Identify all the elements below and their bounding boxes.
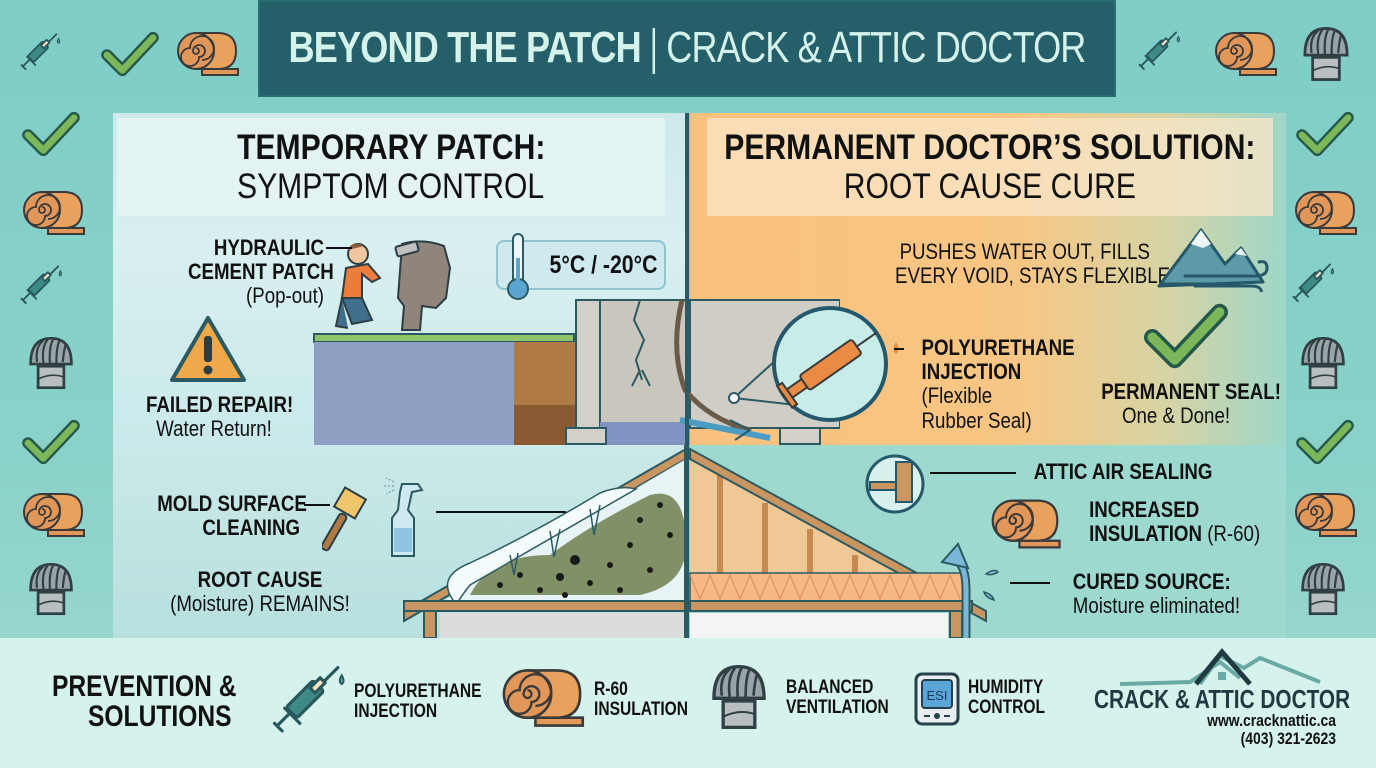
temperature-value: 5°C / -20°C: [549, 251, 658, 279]
insulation-roll-icon: [1290, 490, 1360, 540]
page-title: BEYOND THE PATCH CRACK & ATTIC DOCTOR: [288, 23, 1086, 74]
hydraulic-leader-line: [326, 247, 352, 249]
syringe-icon: [1292, 260, 1336, 304]
mountain-wind-icon: [1157, 228, 1269, 292]
roof-vent-icon: [24, 560, 78, 618]
heading-permanent-solution: PERMANENT DOCTOR’S SOLUTION:: [724, 128, 1256, 167]
syringe-icon: [20, 262, 64, 306]
checkmark-icon: [1296, 418, 1354, 466]
polyurethane-injection-label: POLYURETHANE INJECTION (Flexible Rubber …: [921, 335, 1075, 433]
svg-text:ESI: ESI: [927, 688, 948, 703]
house-roof-logo-icon: [1119, 648, 1321, 686]
checkmark-icon: [100, 30, 160, 78]
thermometer-icon: [507, 233, 529, 300]
insulation-roll-icon: [1290, 188, 1360, 238]
brand-name: CRACK & ATTIC DOCTOR: [1094, 684, 1351, 714]
polyurethane-injection-item: POLYURETHANE INJECTION: [354, 681, 482, 722]
mold-cleaning-label: MOLD SURFACE CLEANING: [157, 491, 307, 541]
injection-leader-line: [894, 348, 904, 350]
insulation-roll-icon: [1210, 28, 1280, 80]
roof-vent-icon: [1298, 24, 1354, 84]
insulation-roll-icon: [496, 664, 588, 732]
injection-magnifier-illustration: [728, 306, 899, 422]
r60-insulation-item: R-60 INSULATION: [594, 679, 689, 720]
brush-spray-icon: [322, 477, 424, 557]
insulation-roll-icon: [18, 188, 88, 238]
humidity-control-item: HUMIDITY CONTROL: [968, 677, 1046, 718]
airflow-arrow-icon: [940, 542, 1000, 638]
insulation-roll-icon: [18, 490, 88, 540]
cured-source-label: CURED SOURCE: Moisture eliminated!: [1072, 569, 1241, 619]
checkmark-icon: [1144, 300, 1228, 372]
mold-pointer-line: [436, 511, 566, 513]
heading-temporary-patch: TEMPORARY PATCH:: [236, 128, 546, 167]
increased-insulation-label: INCREASED INSULATION (R-60): [1089, 497, 1261, 547]
title-banner: BEYOND THE PATCH CRACK & ATTIC DOCTOR: [258, 0, 1116, 97]
website-link[interactable]: www.cracknattic.ca: [1207, 711, 1336, 730]
cured-source-leader-line: [1010, 582, 1050, 584]
insulation-roll-icon: [172, 28, 242, 80]
roof-vent-icon: [706, 660, 772, 734]
prevention-solutions-footer: [0, 638, 1376, 768]
roof-vent-icon: [1296, 334, 1350, 392]
air-sealing-detail-icon: [865, 454, 925, 514]
panel-divider: [685, 113, 689, 638]
humidity-meter-icon: ESI: [914, 672, 960, 726]
title-left: BEYOND THE PATCH: [288, 23, 641, 73]
phone-number[interactable]: (403) 321-2623: [1240, 728, 1336, 748]
title-separator: [652, 27, 655, 74]
air-sealing-leader-line: [930, 472, 1016, 474]
worker-patching-illustration: [334, 240, 452, 331]
pushes-water-text: PUSHES WATER OUT, FILLS EVERY VOID, STAY…: [895, 239, 1176, 289]
heading-root-cause-cure: ROOT CAUSE CURE: [843, 167, 1137, 206]
prevention-heading: PREVENTION & SOLUTIONS: [52, 670, 237, 733]
temporary-patch-heading: TEMPORARY PATCH: SYMPTOM CONTROL: [117, 118, 665, 216]
syringe-icon: [1138, 28, 1182, 72]
title-right: CRACK & ATTIC DOCTOR: [666, 23, 1086, 73]
checkmark-icon: [22, 110, 80, 158]
roof-vent-icon: [24, 334, 78, 392]
checkmark-icon: [22, 418, 80, 466]
checkmark-icon: [1296, 110, 1354, 158]
failed-repair-label: FAILED REPAIR! Water Return!: [146, 392, 294, 442]
syringe-icon: [20, 30, 62, 72]
permanent-seal-label: PERMANENT SEAL! One & Done!: [1101, 379, 1281, 429]
root-cause-label: ROOT CAUSE (Moisture) REMAINS!: [170, 567, 350, 617]
mold-leader-line: [304, 504, 330, 506]
attic-air-sealing-label: ATTIC AIR SEALING: [1033, 459, 1213, 484]
attic-illustration: [403, 445, 987, 638]
syringe-icon: [272, 660, 348, 736]
brand-contact: www.cracknattic.ca (403) 321-2623: [1176, 712, 1336, 748]
balanced-ventilation-item: BALANCED VENTILATION: [786, 677, 889, 718]
hydraulic-patch-label: HYDRAULIC CEMENT PATCH (Pop-out): [188, 235, 334, 309]
roof-vent-icon: [1296, 560, 1350, 618]
heading-symptom-control: SYMPTOM CONTROL: [237, 167, 545, 206]
warning-icon: [170, 316, 246, 382]
permanent-solution-heading: PERMANENT DOCTOR’S SOLUTION: ROOT CAUSE …: [707, 118, 1273, 216]
